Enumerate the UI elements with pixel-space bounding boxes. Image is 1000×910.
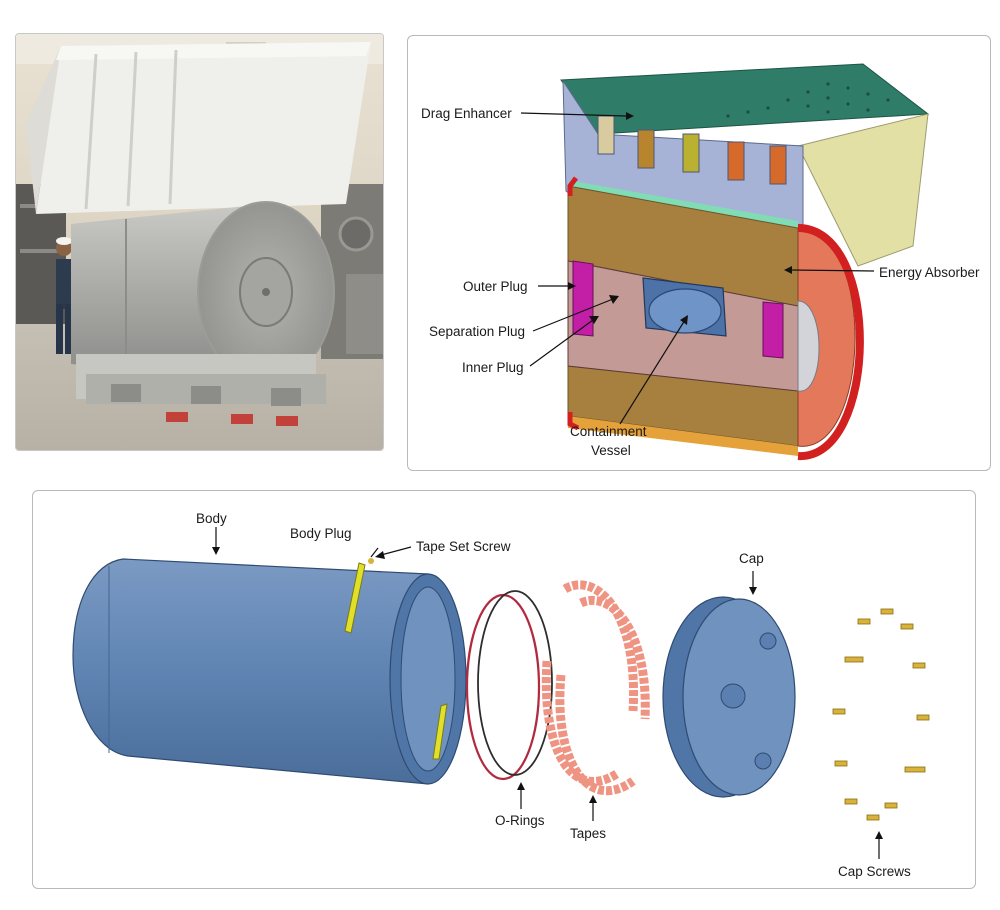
drag-enhancer-top (560, 63, 930, 135)
cutaway-drawing: Drag Enhancer Energy Absorber Outer Plug… (421, 63, 980, 461)
body-plug-part (344, 562, 366, 634)
cap-part (662, 596, 796, 798)
tapes-part (541, 580, 650, 796)
label-outer-plug: Outer Plug (463, 279, 528, 294)
o-ring-black (477, 590, 553, 776)
label-tape-set-screw: Tape Set Screw (416, 539, 511, 554)
label-cap-screws: Cap Screws (838, 864, 911, 879)
label-energy-absorber: Energy Absorber (879, 265, 980, 280)
exploded-drawing: Body Body Plug Tape Set Screw Cap O-Ring… (72, 511, 930, 879)
label-containment-line2: Vessel (591, 443, 631, 458)
label-o-rings: O-Rings (495, 813, 545, 828)
label-separation-plug: Separation Plug (429, 324, 525, 339)
photo-panel (15, 33, 384, 451)
label-body-plug: Body Plug (290, 526, 352, 541)
label-inner-plug: Inner Plug (462, 360, 524, 375)
outer-plug-right (762, 301, 784, 359)
package-photo (16, 34, 383, 450)
cap-screws-part (832, 608, 930, 821)
drag-enhancer-side (797, 113, 929, 267)
end-ring-left (567, 176, 578, 196)
exploded-panel: Body Body Plug Tape Set Screw Cap O-Ring… (32, 490, 976, 889)
cutaway-panel: Drag Enhancer Energy Absorber Outer Plug… (407, 35, 991, 471)
label-containment-line1: Containment (570, 424, 647, 439)
label-body: Body (196, 511, 227, 526)
tape-set-screw-part (368, 558, 374, 564)
label-drag-enhancer: Drag Enhancer (421, 106, 512, 121)
containment-vessel (648, 288, 722, 334)
body-part (72, 558, 467, 785)
outer-plug-left (572, 260, 594, 337)
drag-enhancer-slots (597, 115, 787, 185)
label-cap: Cap (739, 551, 764, 566)
label-tapes: Tapes (570, 826, 606, 841)
